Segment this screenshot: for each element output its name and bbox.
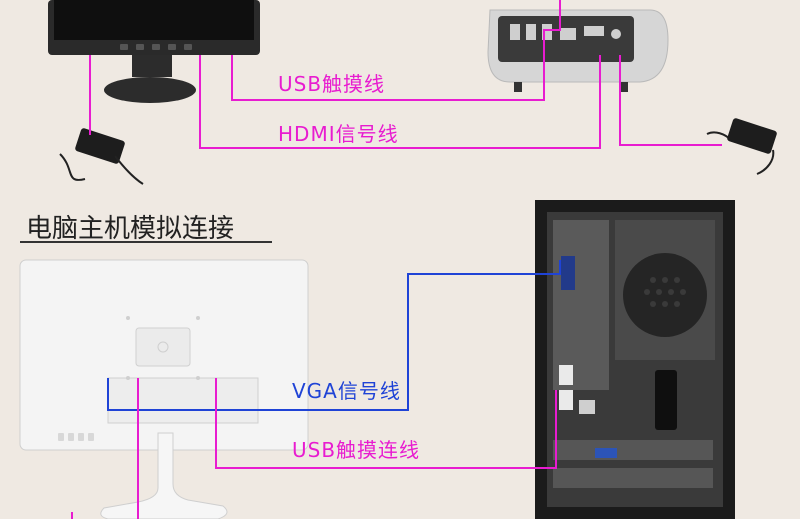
top-mini-pc: [480, 0, 670, 105]
top-cables: [89, 0, 722, 149]
bottom-monitor: [18, 258, 310, 519]
bottom-cables: [71, 260, 561, 519]
top-power-adapter-right: [705, 112, 795, 177]
section-title: 电脑主机模拟连接: [26, 214, 235, 244]
pc-tower: [535, 200, 735, 519]
top-monitor: [40, 0, 280, 110]
hdmi-signal-line-label: HDMI信号线: [278, 122, 399, 146]
title-underline: [20, 241, 272, 243]
usb-touch-connection-line-label: USB触摸连线: [292, 438, 421, 462]
usb-touch-line-label: USB触摸线: [278, 72, 386, 96]
vga-signal-line-label: VGA信号线: [292, 379, 401, 403]
top-power-adapter-left: [55, 124, 145, 189]
